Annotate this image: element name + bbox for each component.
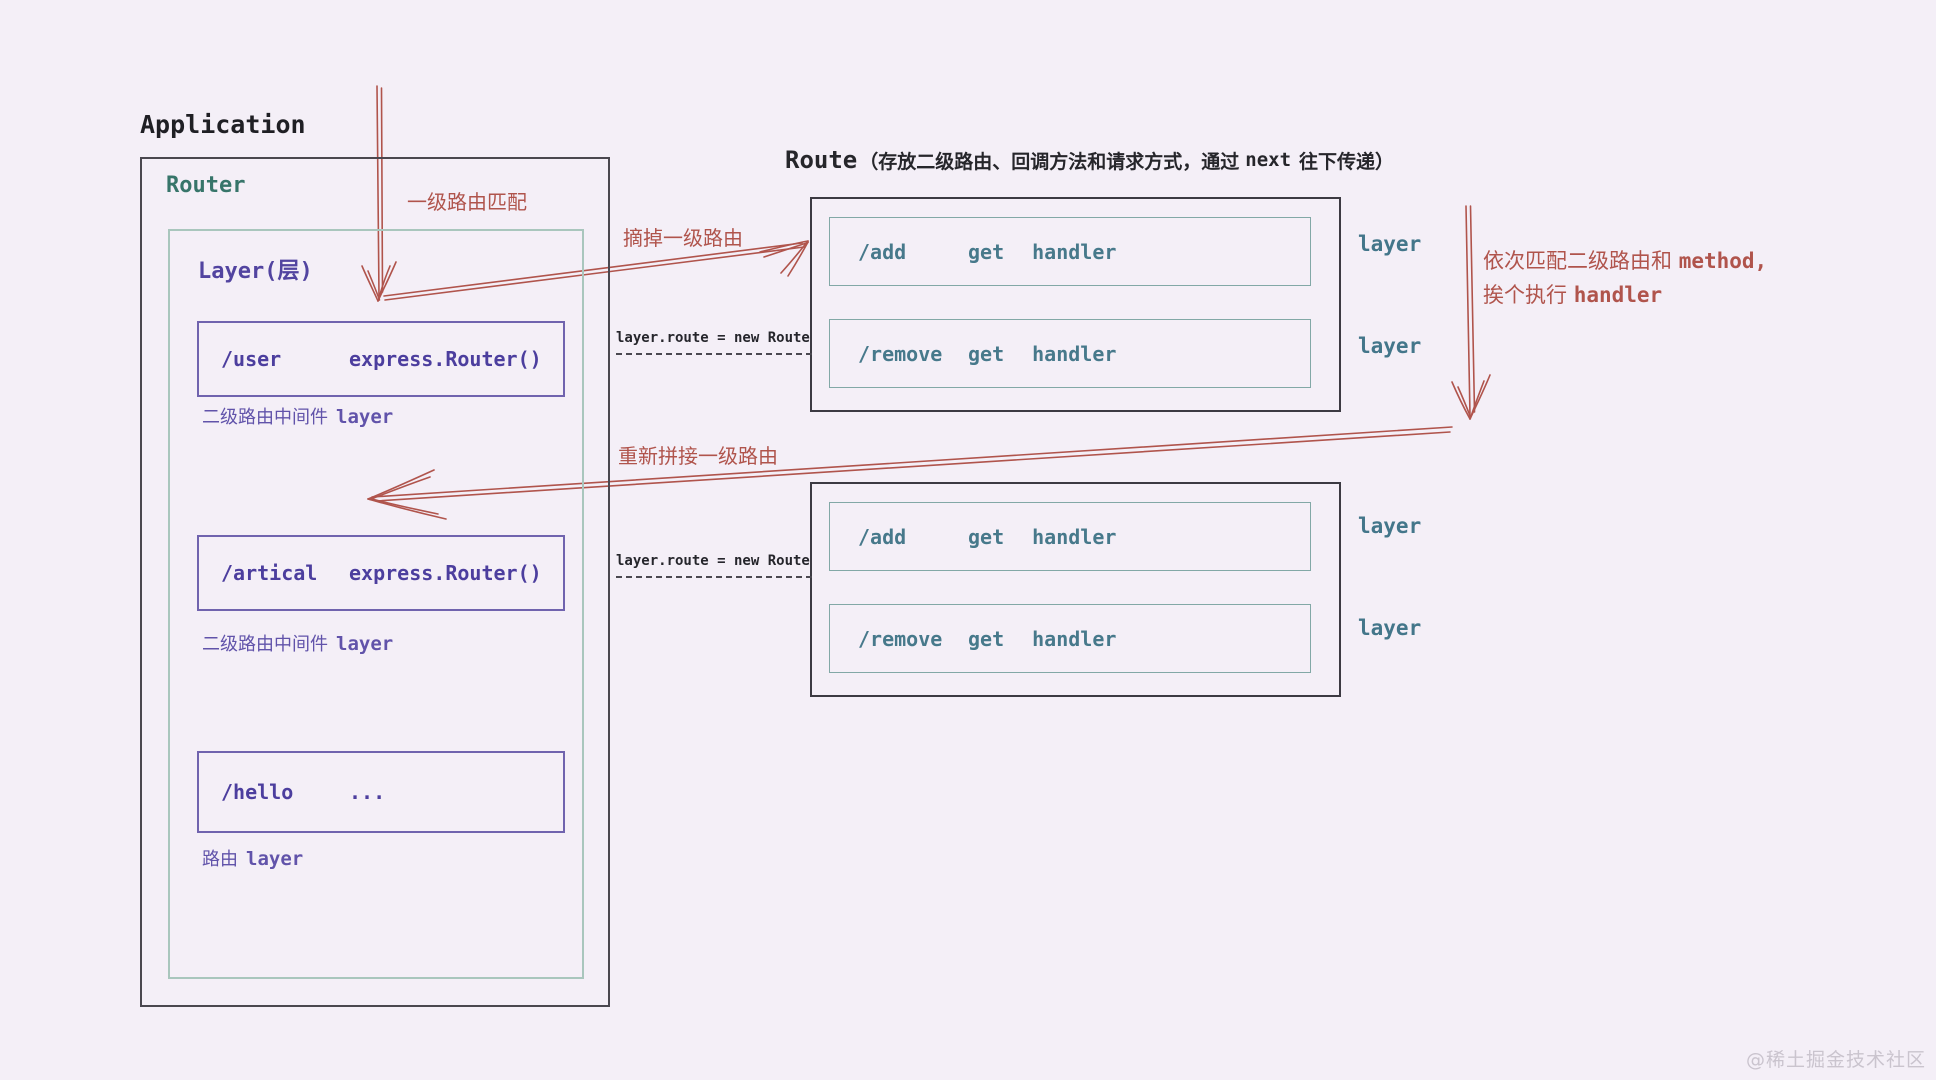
- route-path: /user: [221, 347, 282, 371]
- note-line-2: 挨个执行 handler: [1483, 278, 1767, 312]
- note-reassemble-prefix: 重新拼接一级路由: [618, 444, 778, 468]
- row-method: get: [968, 626, 1005, 651]
- route-row: /add get handler: [829, 502, 1311, 571]
- route-value: ...: [349, 780, 386, 804]
- note-code: handler: [1573, 283, 1663, 307]
- route-row: /remove get handler: [829, 604, 1311, 673]
- route-title-note-code: next: [1245, 149, 1292, 171]
- layer-route-binding-2: layer.route = new Route: [616, 553, 812, 578]
- row-handler: handler: [1032, 524, 1117, 549]
- row-path: /remove: [858, 341, 943, 366]
- note-first-level-match: 一级路由匹配: [407, 190, 527, 214]
- row-method: get: [968, 524, 1005, 549]
- row-handler: handler: [1032, 626, 1117, 651]
- route-title-code: Route: [785, 146, 858, 174]
- note-line-1: 依次匹配二级路由和 method,: [1483, 244, 1767, 278]
- layer-item-hello: /hello ...: [197, 751, 565, 833]
- note-strip-prefix: 摘掉一级路由: [623, 226, 743, 250]
- caption-text: 二级路由中间件: [202, 407, 328, 428]
- route-title-note-pre: （存放二级路由、回调方法和请求方式，通过: [859, 150, 1240, 173]
- layer-item-hello-caption: 路由 layer: [202, 845, 303, 871]
- layer-route-binding-1: layer.route = new Route: [616, 330, 812, 355]
- caption-code: layer: [336, 633, 394, 655]
- row-handler: handler: [1032, 341, 1117, 366]
- row-path: /add: [858, 239, 907, 264]
- layer-tag: layer: [1358, 616, 1422, 640]
- layer-label: Layer(层): [198, 259, 313, 284]
- caption-text: 二级路由中间件: [202, 634, 328, 655]
- layer-box: Layer(层) /user express.Router() 二级路由中间件 l…: [168, 229, 584, 979]
- row-path: /remove: [858, 626, 943, 651]
- router-label: Router: [166, 173, 246, 198]
- arrow-match-secondary-icon: [1451, 205, 1491, 420]
- route-path: /artical: [221, 561, 318, 585]
- route-box-2: /add get handler /remove get handler: [810, 482, 1341, 697]
- route-value: express.Router(): [349, 347, 542, 371]
- row-method: get: [968, 239, 1005, 264]
- row-method: get: [968, 341, 1005, 366]
- note-code: method,: [1678, 249, 1768, 273]
- route-title: Route （存放二级路由、回调方法和请求方式，通过 next 往下传递）: [785, 146, 1394, 174]
- row-path: /add: [858, 524, 907, 549]
- layer-item-user: /user express.Router(): [197, 321, 565, 397]
- route-box-1: /add get handler /remove get handler: [810, 197, 1341, 412]
- caption-code: layer: [336, 406, 394, 428]
- caption-code: layer: [246, 848, 304, 870]
- layer-item-user-caption: 二级路由中间件 layer: [202, 403, 393, 429]
- caption-text: 路由: [202, 849, 238, 870]
- note-text: 依次匹配二级路由和: [1483, 249, 1672, 273]
- route-row: /remove get handler: [829, 319, 1311, 388]
- layer-item-artical: /artical express.Router(): [197, 535, 565, 611]
- note-text: 挨个执行: [1483, 283, 1567, 307]
- application-title: Application: [140, 110, 306, 139]
- note-match-secondary: 依次匹配二级路由和 method, 挨个执行 handler: [1483, 244, 1767, 312]
- layer-item-artical-caption: 二级路由中间件 layer: [202, 630, 393, 656]
- route-row: /add get handler: [829, 217, 1311, 286]
- route-path: /hello: [221, 780, 294, 804]
- layer-tag: layer: [1358, 334, 1422, 358]
- router-box: Router Layer(层) /user express.Router() 二…: [140, 157, 610, 1007]
- route-title-note-post: 往下传递）: [1299, 150, 1395, 173]
- watermark: @稀土掘金技术社区: [1745, 1049, 1926, 1071]
- layer-tag: layer: [1358, 514, 1422, 538]
- layer-tag: layer: [1358, 232, 1422, 256]
- row-handler: handler: [1032, 239, 1117, 264]
- route-value: express.Router(): [349, 561, 542, 585]
